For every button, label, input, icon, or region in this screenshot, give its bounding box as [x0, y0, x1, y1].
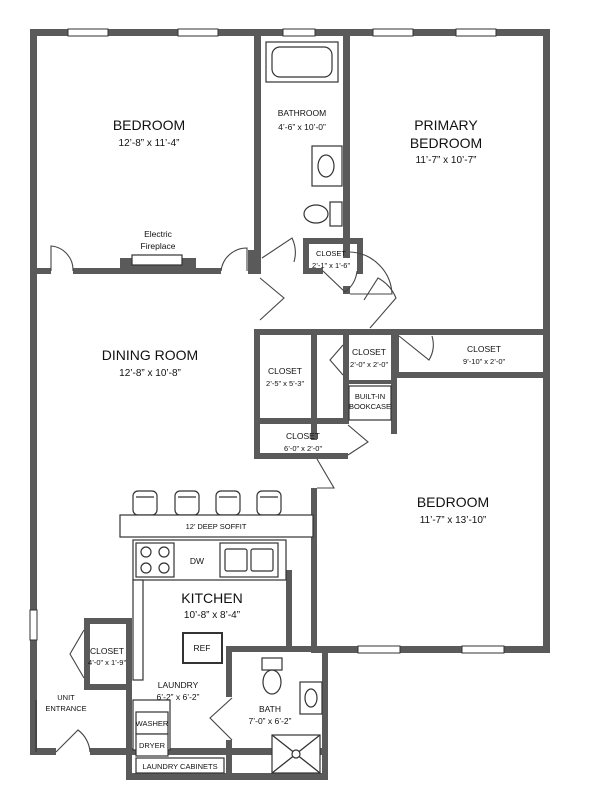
primary-bedroom-name-1: PRIMARY [414, 117, 478, 133]
closet-small-name: CLOSET [316, 249, 346, 258]
closet-entry-name: CLOSET [90, 646, 124, 656]
dining-room-name: DINING ROOM [102, 347, 198, 363]
soffit-label: 12’ DEEP SOFFIT [186, 522, 247, 531]
room-labels: BEDROOM 12’-8” x 11’-4” BATHROOM 4’-6” x… [45, 108, 505, 771]
bedroom-1-dims: 12’-8” x 11’-4” [119, 138, 180, 149]
bookcase-label-2: BOOKCASE [349, 402, 391, 411]
window [67, 28, 109, 37]
refrigerator [182, 632, 223, 664]
bath-dims: 7’-0” x 6’-2” [249, 716, 292, 726]
door-bathroom [261, 237, 296, 263]
dryer [135, 733, 169, 757]
window [455, 28, 497, 37]
door-bedroom-2 [316, 458, 335, 489]
bathroom-dims: 4’-6” x 10’-0” [278, 122, 326, 132]
laundry-cabinets-label: LAUNDRY CABINETS [142, 762, 217, 771]
bath-toilet [261, 657, 283, 695]
stove [135, 542, 175, 578]
door-bedroom-1-left [50, 245, 74, 272]
bathroom-name: BATHROOM [278, 108, 326, 118]
kitchen-dims: 10’-8” x 8’-4” [184, 610, 240, 621]
window [29, 609, 38, 641]
laundry-dims: 6’-2” x 6’-2” [157, 692, 200, 702]
door-bath [209, 697, 233, 741]
bath-sink [299, 681, 323, 715]
closet-mini-name: CLOSET [352, 347, 386, 357]
walls [30, 29, 550, 780]
fireplace-label-2: Fireplace [141, 241, 176, 251]
laundry-name: LAUNDRY [158, 680, 199, 690]
bedroom-1-name: BEDROOM [113, 117, 185, 133]
bedroom-2-dims: 11’-7” x 13’-10” [420, 515, 487, 526]
window [177, 28, 219, 37]
stool [132, 490, 158, 516]
door-bedroom-1-right [220, 247, 248, 272]
stool [256, 490, 282, 516]
windows [29, 28, 505, 654]
door-closet-mini [329, 344, 344, 376]
fireplace-hearth [131, 254, 183, 266]
bathroom-toilet [303, 201, 343, 227]
bookcase-label-1: BUILT-IN [355, 392, 385, 401]
closet-large-name: CLOSET [268, 366, 302, 376]
door-entry-closet [69, 629, 85, 679]
bedroom-2-name: BEDROOM [417, 494, 489, 510]
door-unit-entrance [55, 729, 91, 753]
stool [215, 490, 241, 516]
kitchen-name: KITCHEN [181, 590, 242, 606]
closet-large-dims: 2’-5” x 5’-3” [266, 379, 304, 388]
dining-room-dims: 12’-8” x 10’-8” [119, 368, 181, 379]
window [461, 645, 505, 654]
bar-counter [119, 514, 314, 538]
closet-small-dims: 2’-1” x 1’-6” [312, 261, 350, 270]
bookcase [348, 385, 392, 421]
primary-bedroom-dims: 11’-7” x 10’-7” [416, 155, 477, 166]
dishwasher-label: DW [190, 556, 204, 566]
window [357, 645, 401, 654]
door-closet-long [347, 424, 369, 456]
bath-name: BATH [259, 704, 281, 714]
dryer-label: DRYER [139, 741, 166, 750]
entrance-label-1: UNIT [57, 693, 75, 702]
closet-long-dims: 6’-0” x 2’-0” [284, 444, 322, 453]
fireplace-label-1: Electric [144, 229, 173, 239]
closet-primary-name: CLOSET [467, 344, 501, 354]
door-closet-primary [398, 335, 434, 361]
primary-bedroom-name-2: BEDROOM [410, 135, 482, 151]
closet-long-name: CLOSET [286, 431, 320, 441]
laundry-cabinets-box [135, 757, 225, 774]
bathtub [265, 41, 339, 83]
door-primary [349, 251, 393, 295]
door-hall-right [363, 277, 397, 329]
closet-entry-dims: 4’-0” x 1’-9” [88, 658, 126, 667]
entrance-label-2: ENTRANCE [45, 704, 86, 713]
kitchen-sink [219, 542, 279, 578]
stool [174, 490, 200, 516]
window [282, 28, 316, 37]
shower [271, 734, 321, 774]
door-hall-left [259, 277, 285, 321]
washer-label: WASHER [136, 719, 169, 728]
doors [50, 237, 434, 753]
bathroom-sink [311, 145, 343, 187]
window [372, 28, 414, 37]
door-closet-small [322, 270, 358, 293]
refrigerator-label: REF [194, 643, 211, 653]
closet-primary-dims: 9’-10” x 2’-0” [463, 357, 506, 366]
closet-mini-dims: 2’-0” x 2’-0” [350, 360, 388, 369]
bar-stools [132, 490, 282, 516]
